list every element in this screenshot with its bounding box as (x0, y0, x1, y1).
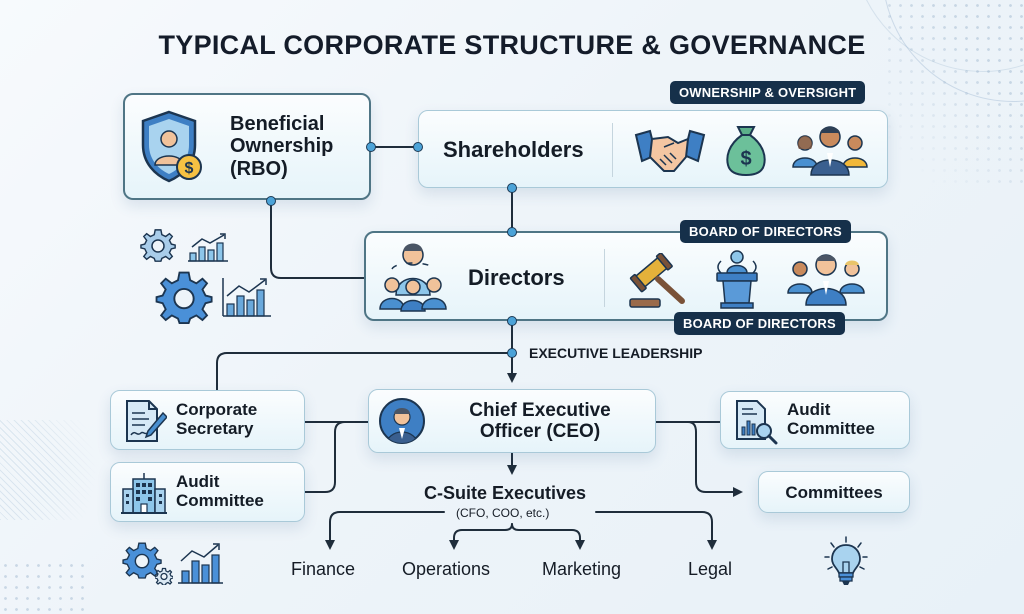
board-of-directors-tag-bottom: BOARD OF DIRECTORS (674, 312, 845, 335)
beneficial-ownership-line2: Ownership (230, 135, 334, 158)
gear-icon (154, 567, 174, 590)
money-bag-icon: $ (724, 123, 768, 182)
handshake-icon (634, 129, 706, 180)
audit-committee-right-card[interactable]: Audit Committee (720, 391, 910, 449)
ceo-line2: Officer (CEO) (479, 421, 601, 443)
audit-committee-left-line2: Committee (176, 491, 264, 511)
gavel-icon (628, 252, 688, 314)
gear-icon (140, 227, 176, 268)
shareholders-label: Shareholders (443, 137, 584, 162)
executive-avatar-icon (378, 397, 426, 450)
ceo-line1: Chief Executive (469, 400, 611, 421)
corporate-secretary-card[interactable]: Corporate Secretary (110, 390, 305, 450)
connector-node (507, 227, 517, 237)
divider (612, 123, 613, 177)
background-dot-pattern (884, 0, 1024, 190)
ownership-oversight-tag: OWNERSHIP & OVERSIGHT (670, 81, 866, 104)
corporate-secretary-line1: Corporate (176, 400, 258, 419)
office-building-icon (121, 471, 167, 520)
bar-chart-icon (221, 276, 273, 323)
beneficial-ownership-line3: (RBO) (230, 157, 288, 180)
podium-icon (713, 247, 761, 314)
audit-committee-left-card[interactable]: Audit Committee (110, 462, 305, 522)
gear-icon (155, 268, 213, 331)
directors-card[interactable]: Directors (364, 231, 888, 321)
bar-chart-icon (178, 543, 224, 590)
beneficial-ownership-card[interactable]: $ Beneficial Ownership (RBO) (123, 93, 371, 200)
connector-node (266, 196, 276, 206)
connector-node (413, 142, 423, 152)
svg-text:$: $ (740, 148, 751, 170)
group-people-icon (791, 121, 871, 182)
c-suite-label: C-Suite Executives (424, 483, 587, 503)
beneficial-ownership-line1: Beneficial (230, 113, 325, 135)
svg-text:$: $ (185, 160, 194, 177)
connector-node (507, 316, 517, 326)
team-leader-icon (378, 239, 448, 318)
directors-label: Directors (468, 265, 565, 290)
committees-label: Committees (785, 483, 883, 502)
audit-committee-left-line1: Audit (176, 472, 220, 491)
department-legal: Legal (688, 559, 733, 579)
divider (604, 249, 605, 307)
department-marketing: Marketing (542, 559, 622, 579)
page-title: TYPICAL CORPORATE STRUCTURE & GOVERNANCE (158, 30, 866, 60)
committees-card[interactable]: Committees (758, 471, 910, 513)
gear-icon (122, 540, 162, 585)
connector-node (366, 142, 376, 152)
background-hatch-pattern (0, 420, 110, 520)
corporate-secretary-line2: Secretary (176, 419, 254, 439)
background-dot-pattern (0, 560, 90, 614)
department-finance: Finance (291, 559, 356, 579)
document-signature-icon (123, 399, 169, 448)
ceo-card[interactable]: Chief Executive Officer (CEO) (368, 389, 656, 453)
connector-node (507, 183, 517, 193)
connector-node (507, 348, 517, 358)
department-operations: Operations (402, 559, 491, 579)
c-suite-sublabel: (CFO, COO, etc.) (456, 506, 550, 520)
audit-committee-right-line1: Audit (787, 400, 831, 419)
board-of-directors-tag-top: BOARD OF DIRECTORS (680, 220, 851, 243)
shareholders-card[interactable]: Shareholders $ (418, 110, 888, 188)
executive-leadership-label: EXECUTIVE LEADERSHIP (529, 345, 703, 361)
report-magnifier-icon (733, 399, 779, 450)
shield-person-dollar-icon: $ (139, 109, 205, 190)
bar-chart-icon (188, 233, 230, 268)
audit-committee-right-line2: Committee (787, 419, 875, 439)
board-group-icon (786, 247, 866, 312)
lightbulb-icon (823, 535, 869, 594)
